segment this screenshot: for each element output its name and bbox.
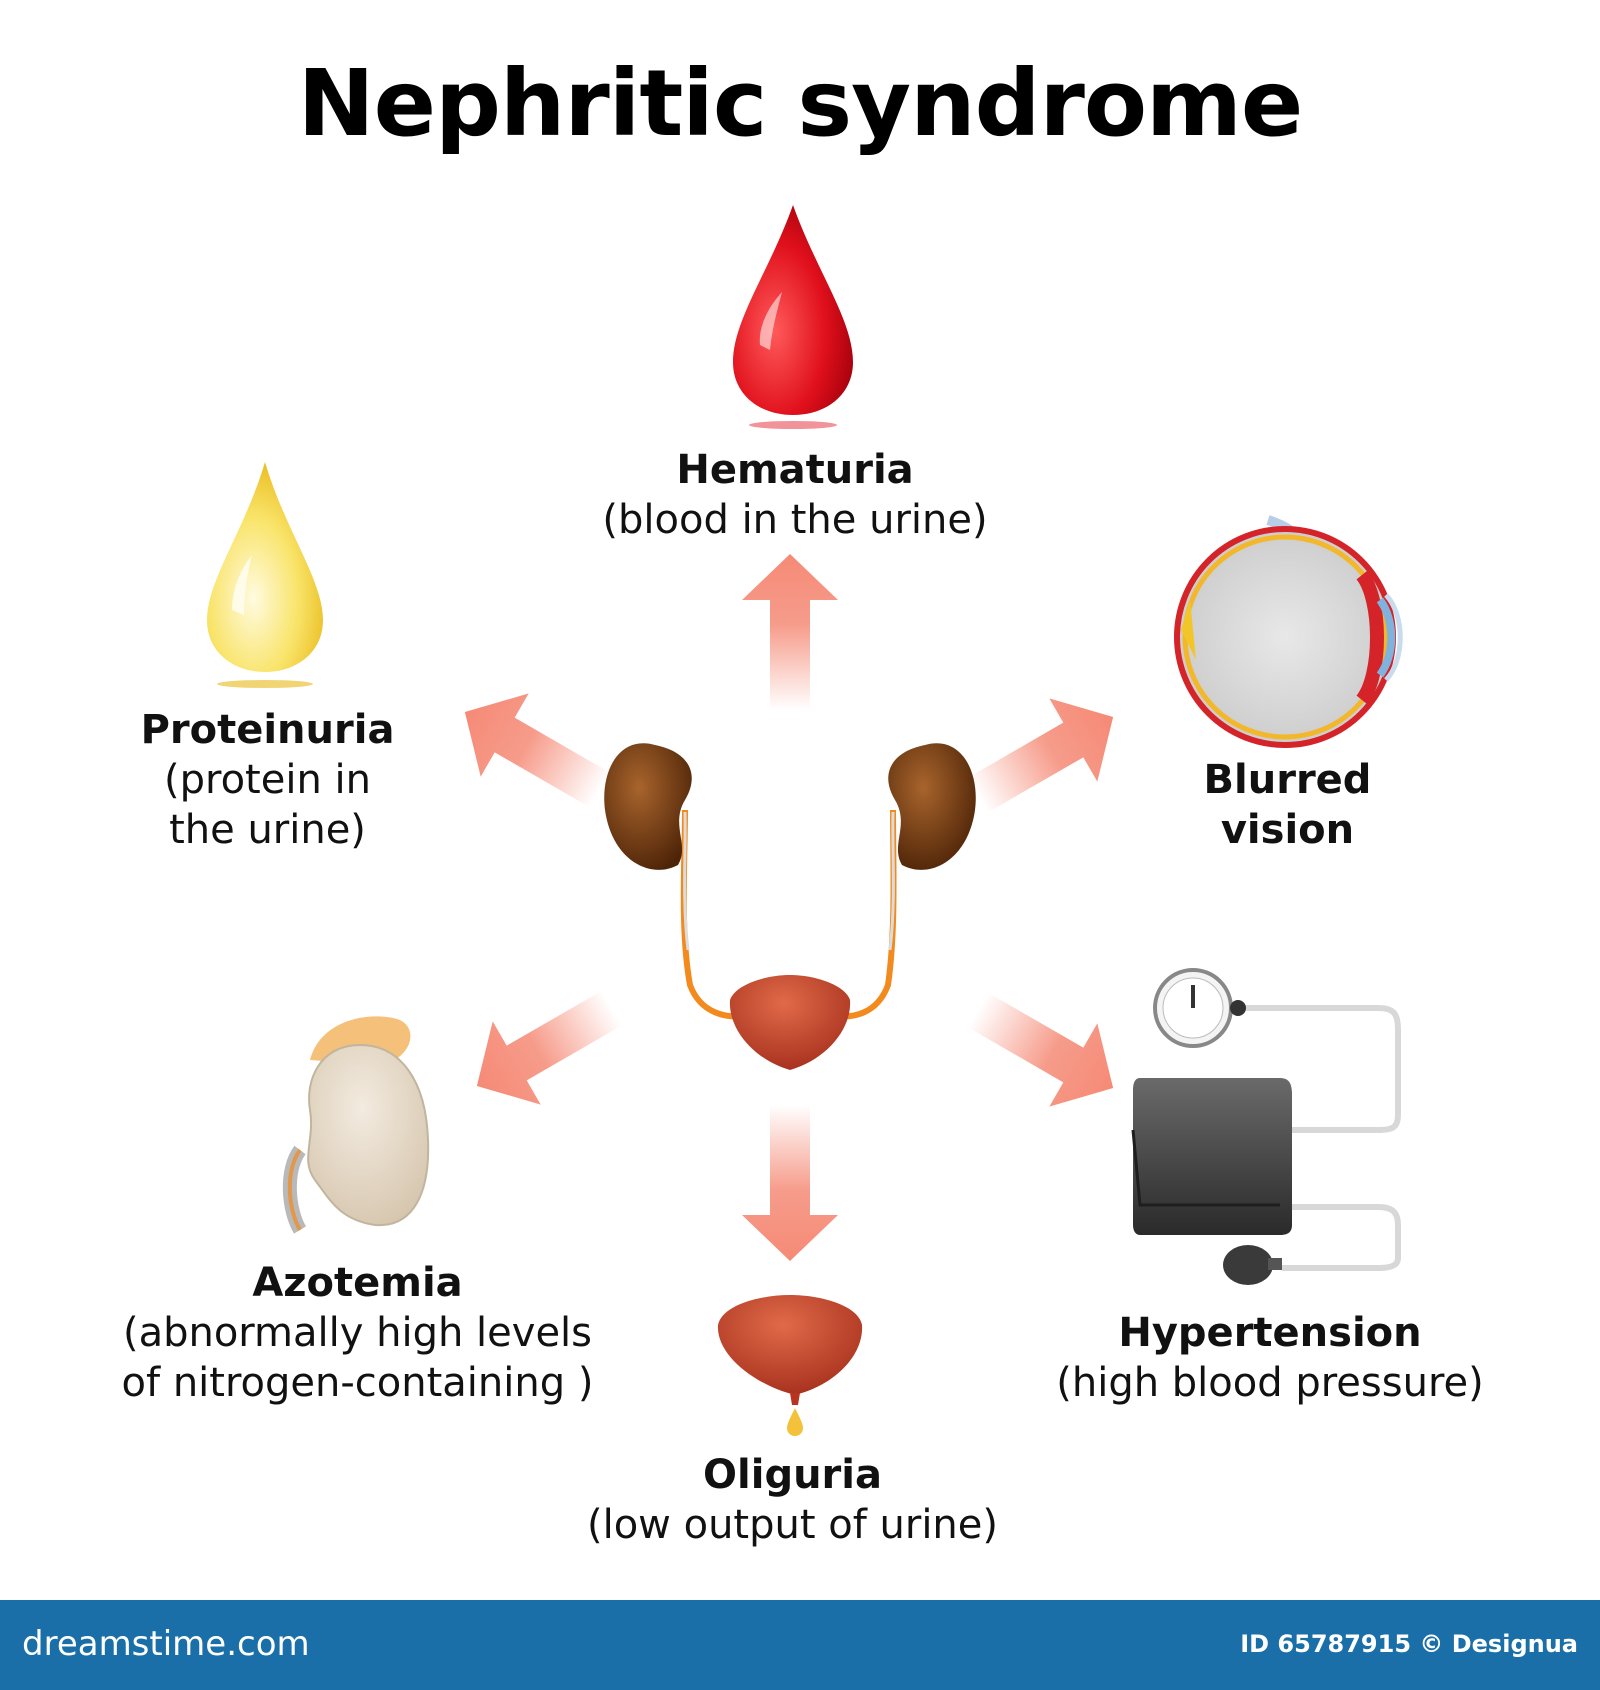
arrow-lower-right <box>968 992 1114 1107</box>
proteinuria-desc-line1: (protein in <box>164 757 371 803</box>
proteinuria-name: Proteinuria <box>140 707 395 753</box>
proteinuria-desc-line2: the urine) <box>169 807 366 853</box>
oliguria-desc: (low output of urine) <box>586 1502 998 1548</box>
hematuria-desc: (blood in the urine) <box>602 497 988 543</box>
arrow-upper-left <box>464 693 610 808</box>
arrow-lower-left <box>476 990 622 1105</box>
arrow-down <box>742 1105 838 1261</box>
oliguria-name: Oliguria <box>703 1452 882 1498</box>
blurred-vision-line2: vision <box>1220 807 1355 853</box>
hypertension-label: Hypertension (high blood pressure) <box>1030 1308 1510 1408</box>
oliguria-label: Oliguria (low output of urine) <box>545 1450 1040 1550</box>
urinary-system-icon <box>604 743 976 1070</box>
arrow-upper-right <box>968 698 1114 813</box>
hypertension-desc: (high blood pressure) <box>1056 1360 1484 1406</box>
blurred-vision-line1: Blurred <box>1203 757 1372 803</box>
bladder-drop-icon <box>717 1295 863 1436</box>
hypertension-name: Hypertension <box>1118 1310 1422 1356</box>
footer-image-id: ID 65787915 © Designua <box>1240 1630 1578 1658</box>
footer-site-link[interactable]: dreamstime.com <box>22 1624 310 1664</box>
diagram-artwork <box>207 205 1403 1436</box>
pale-kidney-icon <box>282 1016 430 1234</box>
azotemia-desc-line2: of nitrogen-containing ) <box>121 1360 594 1406</box>
page-title: Nephritic syndrome <box>297 50 1304 157</box>
footer-bar: dreamstime.com ID 65787915 © Designua <box>0 1600 1600 1690</box>
blurred-vision-label: Blurred vision <box>1145 755 1430 855</box>
proteinuria-label: Proteinuria (protein in the urine) <box>90 705 445 855</box>
azotemia-label: Azotemia (abnormally high levels of nitr… <box>80 1258 635 1408</box>
azotemia-name: Azotemia <box>252 1260 463 1306</box>
blood-drop-icon <box>733 205 853 429</box>
protein-drop-icon <box>207 462 323 688</box>
arrow-up <box>742 554 838 710</box>
azotemia-desc-line1: (abnormally high levels <box>122 1310 593 1356</box>
eye-icon <box>1174 515 1403 748</box>
blood-pressure-cuff-icon <box>1131 968 1401 1285</box>
hematuria-label: Hematuria (blood in the urine) <box>550 445 1040 545</box>
hematuria-name: Hematuria <box>676 447 914 493</box>
